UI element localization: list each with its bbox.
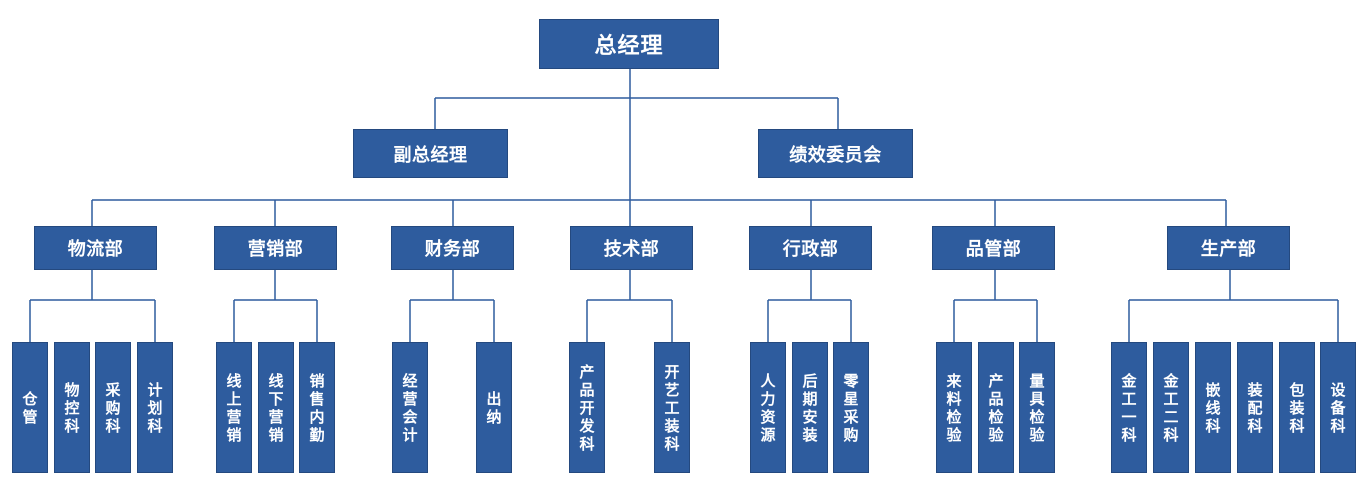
dept-finance: 财务部 bbox=[391, 226, 514, 270]
sub-node: 量具检验 bbox=[1019, 342, 1055, 473]
sub-node: 经营会计 bbox=[392, 342, 428, 473]
sub-node: 嵌线科 bbox=[1195, 342, 1231, 473]
sub-node: 装配科 bbox=[1237, 342, 1273, 473]
dept-administration: 行政部 bbox=[749, 226, 872, 270]
dept-technology: 技术部 bbox=[570, 226, 693, 270]
dept-marketing: 营销部 bbox=[214, 226, 337, 270]
sub-node: 计划科 bbox=[137, 342, 173, 473]
sub-node: 线上营销 bbox=[216, 342, 252, 473]
dept-production: 生产部 bbox=[1167, 226, 1290, 270]
sub-node: 产品开发科 bbox=[569, 342, 605, 473]
dept-logistics: 物流部 bbox=[34, 226, 157, 270]
sub-node: 线下营销 bbox=[258, 342, 294, 473]
node-general-manager: 总经理 bbox=[539, 19, 719, 69]
sub-node: 零星采购 bbox=[833, 342, 869, 473]
sub-node: 设备科 bbox=[1320, 342, 1356, 473]
dept-quality: 品管部 bbox=[932, 226, 1055, 270]
node-deputy-general-manager: 副总经理 bbox=[353, 129, 508, 178]
sub-node: 产品检验 bbox=[978, 342, 1014, 473]
node-performance-committee: 绩效委员会 bbox=[758, 129, 913, 178]
sub-node: 出纳 bbox=[476, 342, 512, 473]
sub-node: 人力资源 bbox=[750, 342, 786, 473]
sub-node: 销售内勤 bbox=[299, 342, 335, 473]
sub-node: 后期安装 bbox=[792, 342, 828, 473]
sub-node: 开艺工装科 bbox=[654, 342, 690, 473]
sub-node: 物控科 bbox=[54, 342, 90, 473]
sub-node: 仓管 bbox=[12, 342, 48, 473]
sub-node: 金工一科 bbox=[1111, 342, 1147, 473]
sub-node: 采购科 bbox=[95, 342, 131, 473]
sub-node: 来料检验 bbox=[936, 342, 972, 473]
sub-node: 包装科 bbox=[1279, 342, 1315, 473]
sub-node: 金工二科 bbox=[1153, 342, 1189, 473]
